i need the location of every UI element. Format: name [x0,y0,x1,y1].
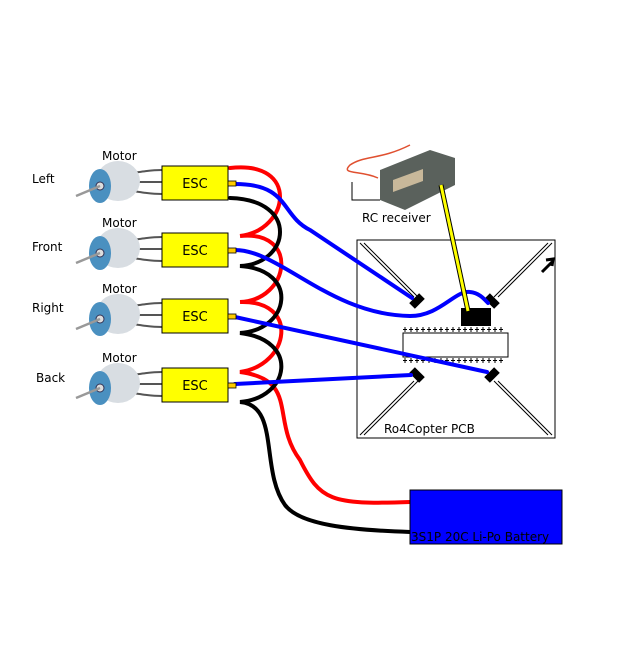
esc-label: ESC [182,310,208,325]
esc-connectors [409,293,500,383]
signal-wire-back [233,373,413,386]
rc-receiver: RC receiver [346,144,455,225]
signal-wire-left [233,182,414,300]
position-label: Left [32,172,55,186]
receiver-antenna [346,144,411,179]
microcontroller-chip [402,332,509,358]
motor-icon [75,294,140,336]
battery: 3S1P 20C Li-Po Battery [409,489,563,545]
battery-negative-wire [228,196,412,534]
motor-label: Motor [102,351,137,365]
esc-label: ESC [182,244,208,259]
signal-wire-front [233,248,490,319]
esc: ESC [161,165,237,201]
position-label: Back [36,371,65,385]
esc-label: ESC [182,379,208,394]
motor-icon [75,161,140,203]
battery-positive-wire [228,165,412,505]
pcb-label: Ro4Copter PCB [384,422,475,436]
receiver-label: RC receiver [362,211,431,225]
motor-label: Motor [102,149,137,163]
motor-icon [75,363,140,405]
position-label: Right [32,301,64,315]
esc-label: ESC [182,177,208,192]
pcb-board: Ro4Copter PCB [356,239,556,439]
position-label: Front [32,240,63,254]
esc: ESC [161,298,237,334]
motor-icon [75,228,140,270]
receiver-header-pins [461,308,491,326]
direction-arrow-icon [540,257,555,274]
motor-label: Motor [102,282,137,296]
esc: ESC [161,232,237,268]
battery-label: 3S1P 20C Li-Po Battery [411,530,549,544]
esc: ESC [161,367,237,403]
signal-wire-right [233,315,489,374]
motor-label: Motor [102,216,137,230]
